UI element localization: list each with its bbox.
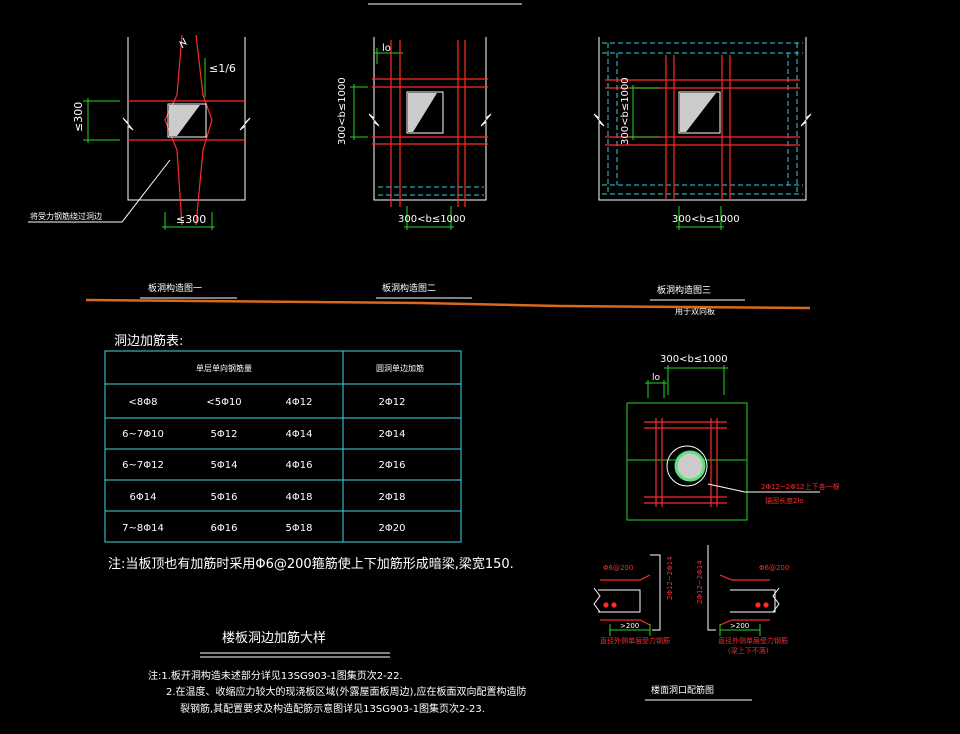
table-cell: 5Φ16 bbox=[211, 492, 238, 503]
section-detail-right: Φ6@200 >200 2Φ12~2Φ14 直径外侧单层受力钢筋 (梁上下不落) bbox=[696, 545, 789, 655]
table-cell: 4Φ18 bbox=[286, 492, 313, 503]
section-separator bbox=[85, 298, 811, 310]
round-hole-caption: 楼面洞口配筋图 bbox=[651, 684, 714, 696]
table-cell: 2Φ14 bbox=[379, 429, 406, 440]
table-cell: 2Φ20 bbox=[379, 523, 406, 534]
round-top-label: 300<b≤1000 bbox=[660, 354, 728, 365]
fig2-bottom-label: 300<b≤1000 bbox=[398, 214, 466, 225]
table-cell: 4Φ16 bbox=[286, 460, 313, 471]
table-cell: 5Φ12 bbox=[211, 429, 238, 440]
round-callout-leader bbox=[707, 483, 820, 493]
section-left-bottom: 直径外侧单层受力钢筋 bbox=[600, 636, 670, 645]
fig3-hole bbox=[678, 91, 721, 134]
section-detail-left: Φ6@200 >200 2Φ12~2Φ14 直径外侧单层受力钢筋 bbox=[593, 554, 674, 645]
fig2-left-label: 300<b≤1000 bbox=[337, 77, 348, 145]
figure-1: ≤1/6 ≤300 ≤300 将受力钢筋绕过洞边 bbox=[28, 34, 251, 230]
fig1-hole-fill bbox=[169, 105, 200, 136]
note-3: 裂钢筋,其配置要求及构造配筋示意图详见13SG903-1图集页次2-23. bbox=[180, 702, 485, 715]
table-cell: 4Φ14 bbox=[286, 429, 313, 440]
fig2-slab-outline bbox=[368, 37, 492, 201]
fig1-slab-outline bbox=[122, 37, 251, 201]
table-header-cell: 圆洞单边加筋 bbox=[376, 363, 424, 373]
table-cell: 7~8Φ14 bbox=[122, 523, 164, 534]
fig1-left-label: ≤300 bbox=[72, 102, 85, 132]
table-cell: 6Φ14 bbox=[130, 492, 157, 503]
fig2-hole bbox=[406, 91, 444, 134]
round-hole-fill bbox=[674, 450, 706, 482]
note-2: 2.在温度、收缩应力较大的现浇板区域(外露屋面板周边),应在板面双向配置构造防 bbox=[166, 685, 527, 698]
note-1: 注:1.板开洞构造未述部分详见13SG903-1图集页次2-22. bbox=[148, 669, 403, 682]
fig1-bottom-label: ≤300 bbox=[176, 213, 206, 226]
fig1-bent-bar-left bbox=[164, 34, 183, 226]
fig1-callout: 将受力钢筋绕过洞边 bbox=[30, 211, 102, 221]
fig1-hole bbox=[167, 103, 207, 138]
section-right-bottom-2: (梁上下不落) bbox=[728, 646, 769, 655]
table-cell: 5Φ18 bbox=[286, 523, 313, 534]
fig2-caption: 板洞构造图二 bbox=[382, 282, 436, 294]
fig1-caption: 板洞构造图一 bbox=[148, 282, 202, 294]
table-title: 洞边加筋表: bbox=[114, 333, 183, 349]
round-hole-figure: 300<b≤1000 lo 2Φ12~2Φ12上下各一根 锚固长度2lo bbox=[626, 354, 840, 521]
fig3-hole-fill bbox=[680, 93, 716, 132]
table-grid bbox=[104, 350, 462, 543]
table-cell: 4Φ12 bbox=[286, 397, 313, 408]
table-cell: 6Φ16 bbox=[211, 523, 238, 534]
table-text: 单层单向钢筋量 圆洞单边加筋 <8Φ8 <5Φ10 4Φ12 2Φ12 6~7Φ10 5Φ12… bbox=[122, 363, 424, 534]
table-cell: 2Φ16 bbox=[379, 460, 406, 471]
table-cell: <8Φ8 bbox=[129, 397, 158, 408]
fig1-callout-leader bbox=[28, 159, 171, 223]
round-hole bbox=[666, 445, 708, 487]
fig2-hole-fill bbox=[408, 93, 437, 132]
section-right-dim: >200 bbox=[730, 622, 749, 630]
round-callout-2: 锚固长度2lo bbox=[765, 496, 804, 505]
table-cell: <5Φ10 bbox=[206, 397, 241, 408]
fig3-sub-caption: 用于双向板 bbox=[675, 306, 715, 316]
fig1-top-label: ≤1/6 bbox=[209, 62, 236, 75]
fig2-top-label: lo bbox=[382, 43, 391, 54]
table-cell: 6~7Φ10 bbox=[122, 429, 164, 440]
main-title: 楼板洞边加筋大样 bbox=[222, 630, 326, 646]
fig3-left-label: 300<b≤1000 bbox=[620, 77, 631, 145]
section-left-dim: >200 bbox=[620, 622, 639, 630]
section-right-bottom: 直径外侧单层受力钢筋 bbox=[718, 636, 788, 645]
table-cell: 2Φ12 bbox=[379, 397, 406, 408]
figure-3: 300<b≤1000 300<b≤1000 bbox=[593, 37, 812, 230]
table-note: 注:当板顶也有加筋时采用Φ6@200箍筋使上下加筋形成暗梁,梁宽150. bbox=[108, 556, 514, 572]
section-right-vertical: 2Φ12~2Φ14 bbox=[696, 560, 704, 604]
fig3-caption: 板洞构造图三 bbox=[657, 284, 711, 296]
fig1-bent-bar-right bbox=[195, 34, 213, 226]
table-header-cell: 单层单向钢筋量 bbox=[196, 363, 252, 373]
section-left-label: Φ6@200 bbox=[603, 564, 633, 572]
figure-2: lo 300<b≤1000 300<b≤1000 bbox=[337, 37, 492, 230]
fig3-slab-outline bbox=[593, 37, 812, 201]
table-cell: 2Φ18 bbox=[379, 492, 406, 503]
round-lo-label: lo bbox=[652, 373, 661, 383]
section-right-label: Φ6@200 bbox=[759, 564, 789, 572]
section-left-vertical: 2Φ12~2Φ14 bbox=[666, 556, 674, 600]
table-cell: 6~7Φ12 bbox=[122, 460, 164, 471]
fig1-break-mark bbox=[179, 37, 187, 49]
round-callout-1: 2Φ12~2Φ12上下各一根 bbox=[761, 482, 840, 491]
fig3-bottom-label: 300<b≤1000 bbox=[672, 214, 740, 225]
table-cell: 5Φ14 bbox=[211, 460, 238, 471]
